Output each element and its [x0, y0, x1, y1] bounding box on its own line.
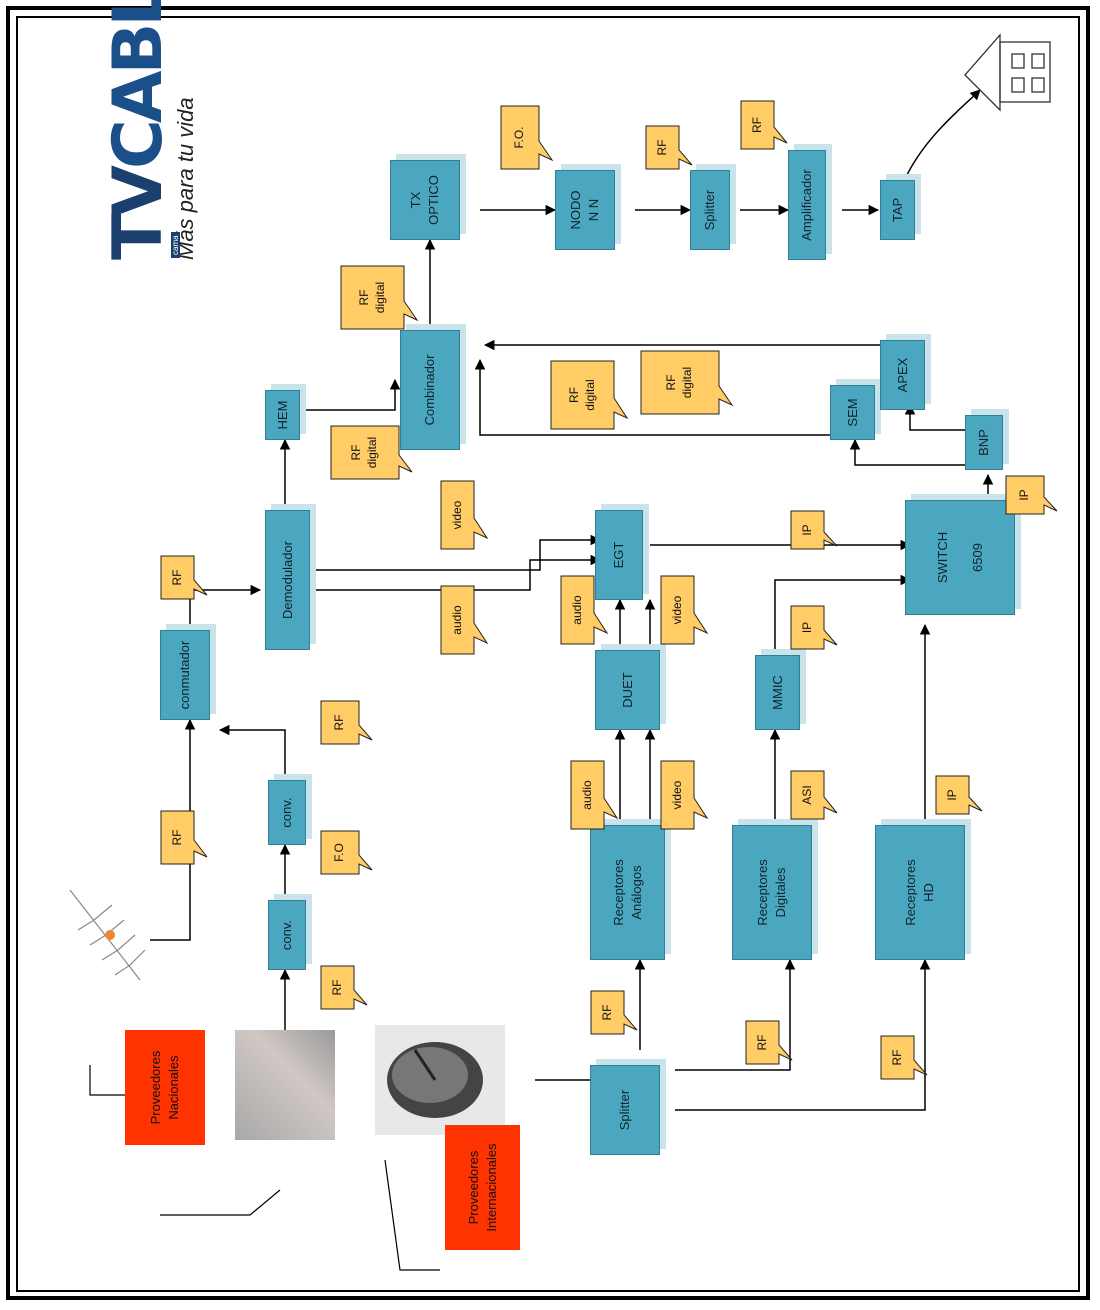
tap-box: TAP: [880, 180, 915, 240]
callout-label: RF: [880, 1035, 915, 1080]
hem-box: HEM: [265, 390, 300, 440]
callout-audio-demod: audio: [440, 585, 475, 655]
callout-video-duet-bottom: video: [660, 760, 695, 830]
callout-label: RF digital: [340, 265, 405, 330]
callout-label: audio: [570, 760, 605, 830]
callout-label: F.O: [320, 830, 360, 875]
leader-national-image: [160, 1190, 280, 1215]
mmic-box: MMIC: [755, 655, 800, 730]
callout-rf-digital-mid1: RF digital: [550, 360, 615, 430]
callout-fo-tx: F.O.: [500, 105, 540, 170]
callout-asi-mmic: ASI: [790, 770, 825, 820]
switch-box: SWITCH 6509: [905, 500, 1015, 615]
callout-label: RF: [645, 125, 680, 170]
duet-box: DUET: [595, 650, 660, 730]
splitter-bottom-box: Splitter: [590, 1065, 660, 1155]
callout-rf-split-analog: RF: [590, 990, 625, 1035]
national-providers-label: Proveedores Nacionales: [125, 1030, 205, 1145]
line-bnp-sem: [855, 440, 970, 465]
callout-label: RF: [745, 1020, 780, 1065]
callout-label: IP: [1005, 475, 1045, 515]
callout-label: RF digital: [550, 360, 615, 430]
callout-ip-bnp: IP: [1005, 475, 1045, 515]
callout-rf-digital-hem: RF digital: [330, 425, 400, 480]
callout-rf-splitter: RF: [740, 100, 775, 150]
conv-box-2: conv.: [268, 780, 306, 845]
conv-box-1: conv.: [268, 900, 306, 970]
callout-video-demod: video: [440, 480, 475, 550]
callout-label: IP: [935, 775, 970, 815]
logo-small-tag: cama: [171, 232, 180, 258]
callout-rf-conmutador: RF: [160, 555, 195, 600]
callout-label: video: [660, 575, 695, 645]
callout-audio-duet-top: audio: [560, 575, 595, 645]
callout-rf-conv1: RF: [320, 965, 355, 1010]
national-provider-image: [235, 1030, 335, 1140]
callout-rf-split-hd: RF: [880, 1035, 915, 1080]
line-conv2-conmutador: [220, 730, 285, 780]
callout-label: RF: [740, 100, 775, 150]
logo-tv: TV: [99, 169, 178, 260]
callout-label: IP: [790, 510, 825, 550]
callout-label: ASI: [790, 770, 825, 820]
callout-ip-egt: IP: [790, 510, 825, 550]
bnp-box: BNP: [965, 415, 1003, 470]
callout-label: RF digital: [330, 425, 400, 480]
callout-rf-conv2: RF: [320, 700, 360, 745]
callout-audio-duet-bottom: audio: [570, 760, 605, 830]
line-hem-combinador: [305, 380, 395, 410]
callout-ip-mmic: IP: [790, 605, 825, 650]
callout-label: RF: [320, 965, 355, 1010]
callout-label: video: [440, 480, 475, 550]
callout-rf-nodo: RF: [645, 125, 680, 170]
tvcable-logo: TVCABLE Más para tu vida cama: [105, 30, 215, 260]
conmutador-box: conmutador: [160, 630, 210, 720]
sem-box: SEM: [830, 385, 875, 440]
callout-label: RF: [160, 555, 195, 600]
callout-label: IP: [790, 605, 825, 650]
logo-cable: CABLE: [99, 0, 178, 169]
callout-label: RF: [320, 700, 360, 745]
antenna-icon: [60, 870, 150, 990]
receptores-hd-box: Receptores HD: [875, 825, 965, 960]
callout-label: F.O.: [500, 105, 540, 170]
house-icon: [950, 20, 1060, 130]
callout-rf-split-digital: RF: [745, 1020, 780, 1065]
callout-label: RF digital: [640, 350, 720, 415]
callout-rf-antenna: RF: [160, 810, 195, 865]
apex-box: APEX: [880, 340, 925, 410]
callout-ip-hd: IP: [935, 775, 970, 815]
international-providers-label: Proveedores Internacionales: [445, 1125, 520, 1250]
callout-fo-conv: F.O: [320, 830, 360, 875]
amplificador-box: Amplificador: [788, 150, 826, 260]
receptores-digitales-box: Receptores Digitales: [732, 825, 812, 960]
callout-video-duet-top: video: [660, 575, 695, 645]
tx-optico-box: TX OPTICO: [390, 160, 460, 240]
logo-wordmark: TVCABLE: [105, 30, 173, 260]
callout-label: audio: [440, 585, 475, 655]
callout-label: audio: [560, 575, 595, 645]
receptores-analogos-box: Receptores Análogos: [590, 825, 665, 960]
diagram-world: TVCABLE Más para tu vida cama: [20, 10, 1080, 1290]
satellite-dish-icon: [375, 1025, 505, 1135]
callout-rf-digital-mid2: RF digital: [640, 350, 720, 415]
international-dish-image: [375, 1025, 505, 1135]
callout-label: video: [660, 760, 695, 830]
splitter-top-box: Splitter: [690, 170, 730, 250]
nodo-box: NODO N N: [555, 170, 615, 250]
callout-label: RF: [160, 810, 195, 865]
callout-label: RF: [590, 990, 625, 1035]
demodulador-box: Demodulador: [265, 510, 310, 650]
leader-intl-dish: [385, 1160, 440, 1270]
callout-rf-digital-tx: RF digital: [340, 265, 405, 330]
